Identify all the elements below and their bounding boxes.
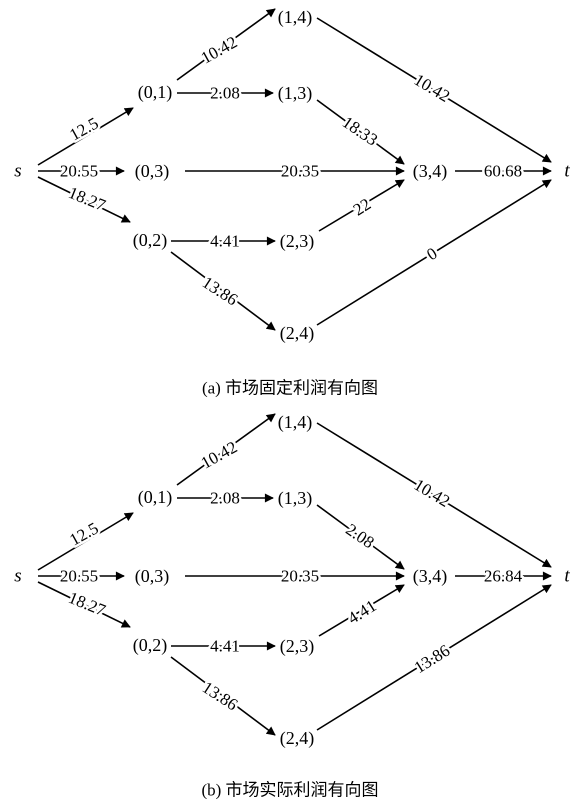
node-n14: (1,4)	[278, 412, 313, 433]
node-n01: (0,1)	[138, 487, 173, 508]
node-n03: (0,3)	[135, 566, 170, 587]
edge-n24-t-weight: 0	[423, 244, 440, 265]
node-n24: (2,4)	[280, 728, 315, 749]
edge-n13-n34-arrow	[316, 99, 405, 165]
edge-n01-n14-weight: 10.42	[198, 437, 241, 472]
edge-n03-n34-weight: 20.35	[281, 567, 319, 586]
edge-s-n01-arrow	[37, 107, 134, 166]
edge-s-n02-weight: 18.27	[66, 183, 109, 215]
edge-n02-n24-arrow	[170, 251, 276, 331]
edge-n23-n34-arrow	[318, 179, 405, 232]
edge-n14-t-weight: 10.42	[411, 475, 454, 511]
edge-n34-t-weight: 26.84	[484, 567, 523, 586]
edge-n01-n13-weight: 2.08	[210, 489, 240, 508]
diagram-a: 12.5 20.55 18.27 10.42 2.08 20.35 18.33 4.41 13.…	[14, 7, 570, 398]
edge-n24-t-weight: 13.86	[411, 641, 454, 677]
edge-n02-n23-weight: 4.41	[210, 232, 240, 251]
edge-n02-n23-weight: 4.41	[210, 637, 240, 656]
edge-n24-t-arrow	[316, 584, 552, 731]
sink-node-t: t	[564, 161, 570, 182]
edge-n03-n34-weight: 20.35	[281, 162, 319, 181]
node-n02: (0,2)	[133, 635, 168, 656]
node-n02: (0,2)	[133, 230, 168, 251]
edge-n14-t-weight: 10.42	[411, 70, 454, 106]
diagram-b: 12.5 20.55 18.27 10.42 2.08 20.35 2.08 4.41 13.8…	[14, 412, 570, 800]
node-n23: (2,3)	[280, 636, 315, 657]
node-n34: (3,4)	[413, 161, 448, 182]
edge-n23-n34-weight: 4.41	[344, 596, 379, 628]
node-n14: (1,4)	[278, 7, 313, 28]
edge-n01-n14-arrow	[176, 8, 276, 81]
edge-n01-n13-weight: 2.08	[210, 84, 240, 103]
edge-n13-n34-weight: 18.33	[339, 112, 381, 149]
edge-n01-n14-weight: 10.42	[198, 32, 241, 67]
edge-n02-n24-weight: 13.86	[199, 273, 241, 310]
edge-s-n01-arrow	[37, 512, 134, 571]
edge-n24-t-arrow	[316, 179, 552, 326]
edge-n13-n34-arrow	[316, 504, 405, 570]
source-node-s: s	[14, 566, 21, 587]
node-n03: (0,3)	[135, 161, 170, 182]
sink-node-t: t	[564, 566, 570, 587]
edge-s-n02-weight: 18.27	[66, 588, 109, 620]
node-n24: (2,4)	[280, 323, 315, 344]
edge-n34-t-weight: 60.68	[484, 162, 522, 181]
source-node-s: s	[14, 161, 21, 182]
edge-n13-n34-weight: 2.08	[342, 520, 377, 552]
edge-n14-t-arrow	[316, 422, 552, 568]
edge-n23-n34-weight: 22	[350, 194, 374, 219]
node-n01: (0,1)	[138, 82, 173, 103]
diagram-caption: (b) 市场实际利润有向图	[201, 781, 378, 800]
edge-s-n03-weight: 20.55	[60, 162, 98, 181]
edge-s-n01-weight: 12.5	[66, 518, 101, 549]
edge-s-n01-weight: 12.5	[66, 113, 101, 144]
edge-n02-n24-arrow	[170, 656, 276, 736]
edge-n01-n14-arrow	[176, 413, 276, 486]
edge-s-n02-arrow	[37, 581, 131, 628]
edge-s-n03-weight: 20.55	[60, 567, 98, 586]
edge-n23-n34-arrow	[318, 584, 405, 637]
edge-n14-t-arrow	[316, 17, 552, 163]
node-n13: (1,3)	[278, 83, 313, 104]
node-n34: (3,4)	[413, 566, 448, 587]
diagram-caption: (a) 市场固定利润有向图	[202, 379, 378, 398]
node-n23: (2,3)	[280, 231, 315, 252]
edge-n02-n24-weight: 13.86	[199, 678, 241, 715]
node-n13: (1,3)	[278, 488, 313, 509]
edge-s-n02-arrow	[37, 176, 131, 223]
